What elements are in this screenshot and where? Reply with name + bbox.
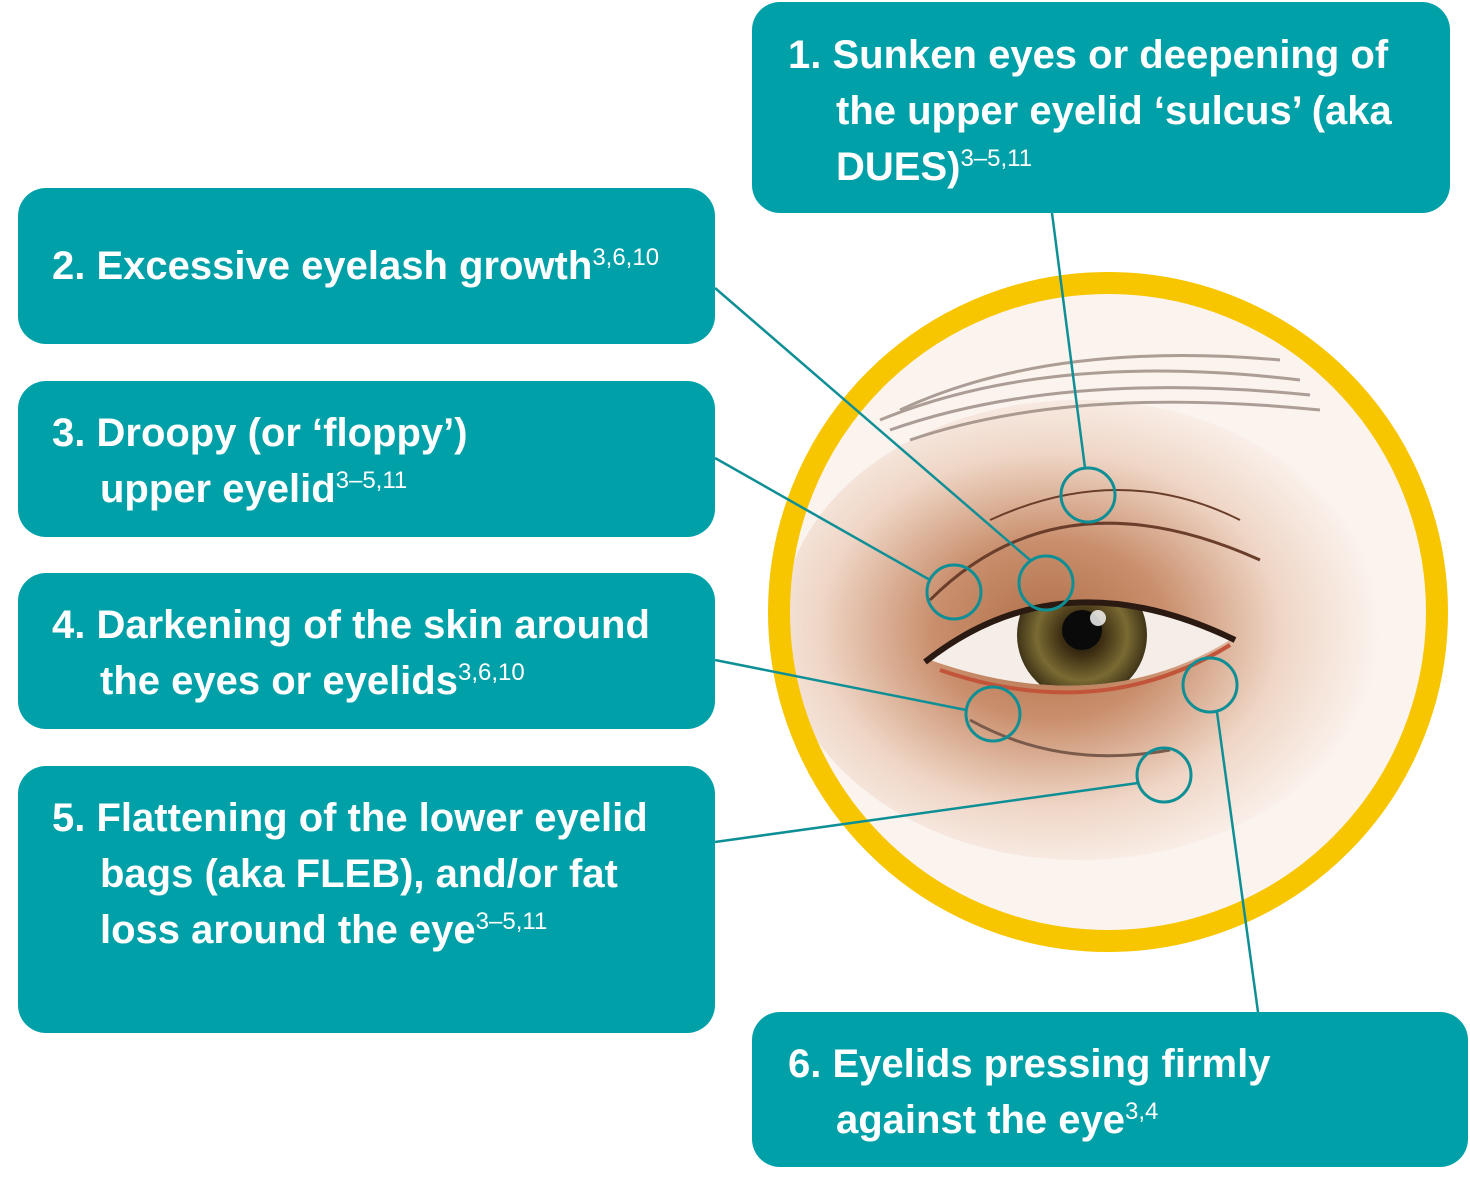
- callout-4: 4. Darkening of the skin around the eyes…: [18, 573, 715, 729]
- callout-refs: 3–5,11: [335, 467, 408, 494]
- callout-2: 2. Excessive eyelash growth3,6,10: [18, 188, 715, 344]
- callout-text: Sunken eyes or deepening of the upper ey…: [832, 33, 1392, 189]
- highlight-ring: [768, 272, 1448, 952]
- callout-text: Flattening of the lower eyelid bags (aka…: [96, 796, 648, 952]
- callout-refs: 3,6,10: [592, 244, 660, 271]
- callout-number: 6.: [788, 1042, 822, 1086]
- callout-number: 1.: [788, 33, 822, 77]
- eyebrow: [879, 354, 1321, 442]
- callout-refs: 3,6,10: [457, 659, 525, 686]
- callout-text: Droopy (or ‘floppy’) upper eyelid: [96, 411, 468, 511]
- callout-text: Eyelids pressing firmly against the eye: [832, 1042, 1271, 1142]
- target-markers: [925, 466, 1239, 804]
- callout-5: 5. Flattening of the lower eyelid bags (…: [18, 766, 715, 1033]
- callout-number: 2.: [52, 244, 86, 288]
- callout-refs: 3–5,11: [475, 908, 548, 935]
- callout-refs: 3,4: [1125, 1098, 1159, 1125]
- callout-1: 1. Sunken eyes or deepening of the upper…: [752, 2, 1450, 213]
- callout-number: 5.: [52, 796, 86, 840]
- callout-text: Darkening of the skin around the eyes or…: [96, 603, 650, 703]
- face-skin: [778, 282, 1438, 942]
- leader-lines: [714, 212, 1260, 1013]
- callout-number: 3.: [52, 411, 86, 455]
- callout-number: 4.: [52, 603, 86, 647]
- callout-3: 3. Droopy (or ‘floppy’) upper eyelid3–5,…: [18, 381, 715, 537]
- callout-refs: 3–5,11: [960, 145, 1033, 172]
- callout-6: 6. Eyelids pressing firmly against the e…: [752, 1012, 1468, 1167]
- callout-text: Excessive eyelash growth: [96, 244, 593, 288]
